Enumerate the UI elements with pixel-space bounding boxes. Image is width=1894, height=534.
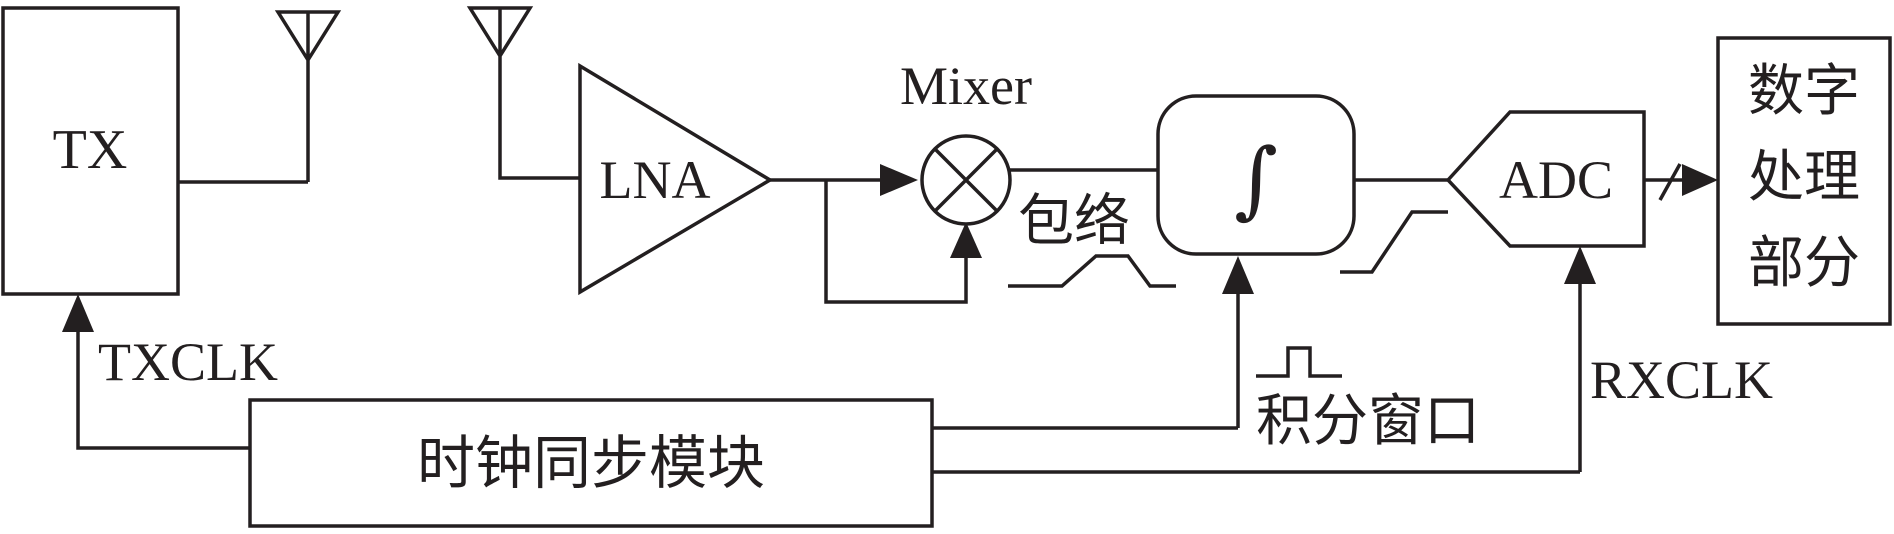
integration-window-label: 积分窗口 — [1256, 389, 1480, 454]
clock-sync-label: 时钟同步模块 — [417, 429, 765, 497]
ramp-waveform-icon — [1340, 210, 1448, 274]
dsp-label-line2: 处理 — [1748, 145, 1860, 210]
envelope-waveform-icon — [1008, 254, 1176, 288]
bus-slash — [1658, 163, 1682, 201]
lna-branch-wire — [824, 180, 968, 304]
dsp-label-line3: 部分 — [1748, 231, 1860, 296]
clock-sync-block — [248, 398, 934, 528]
rx-antenna-icon — [466, 6, 580, 180]
mixer-label: Mixer — [900, 56, 1032, 116]
integrator-symbol: ∫ — [1234, 130, 1278, 228]
tx-antenna-icon — [274, 10, 342, 182]
txclk-arrow-icon — [62, 294, 94, 332]
integration-window-waveform-icon — [1256, 346, 1342, 378]
mixer-input-arrow-icon — [880, 164, 918, 196]
mixer-lo-arrow-icon — [950, 222, 982, 258]
lna-label: LNA — [600, 150, 711, 210]
envelope-label: 包络 — [1018, 189, 1130, 254]
dsp-label-line1: 数字 — [1748, 59, 1860, 124]
integrator-block — [1156, 94, 1356, 256]
integrator-clock-arrow-icon — [1222, 256, 1254, 294]
adc-clock-arrow-icon — [1564, 246, 1596, 284]
tx-block — [1, 6, 180, 296]
txclk-wire — [76, 332, 250, 450]
mixer-cross — [933, 147, 999, 213]
lna-amplifier — [578, 62, 774, 296]
dsp-block — [1716, 36, 1892, 326]
rxclk-label: RXCLK — [1590, 350, 1773, 410]
adc-label: ADC — [1499, 150, 1613, 210]
tx-label: TX — [53, 119, 128, 181]
txclk-label: TXCLK — [98, 332, 278, 392]
dsp-input-arrow-icon — [1682, 164, 1718, 196]
